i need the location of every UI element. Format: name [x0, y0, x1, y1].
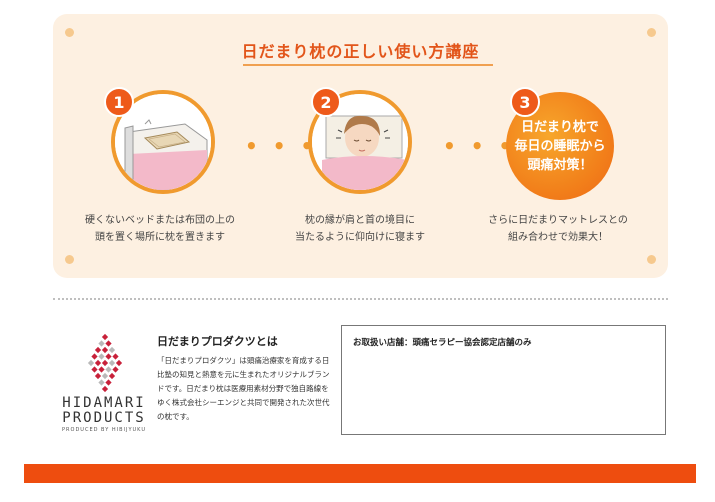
logo-diamond — [101, 333, 109, 341]
logo-diamond — [105, 340, 112, 347]
logo-diamond — [94, 359, 102, 367]
about-title: 日だまりプロダクツとは — [157, 335, 278, 348]
hidamari-logo-icon — [87, 333, 123, 393]
logo-diamond — [101, 346, 109, 354]
logo-diamond — [112, 353, 119, 360]
step-3-caption: さらに日だまりマットレスとの 組み合わせで効果大！ — [488, 215, 628, 243]
logo-tagline: PRODUCED BY HIBIJYUKU — [62, 427, 146, 433]
logo-diamond — [98, 353, 105, 360]
step-ellipsis: • • • — [443, 134, 516, 158]
step-ellipsis: • • • — [245, 134, 318, 158]
section-divider — [53, 298, 668, 300]
logo-diamond — [91, 366, 98, 373]
guide-title: 日だまり枕の正しい使い方講座 — [241, 42, 480, 61]
logo-diamond — [98, 379, 105, 386]
logo-diamond — [105, 353, 112, 360]
title-underline — [243, 64, 493, 66]
logo-wordmark-line1: HIDAMARI — [62, 395, 146, 411]
logo-diamond — [105, 366, 112, 373]
step-3-message: 日だまり枕で 毎日の睡眠から 頭痛対策！ — [514, 119, 606, 173]
logo-diamond — [94, 346, 102, 354]
logo-diamond — [108, 346, 116, 354]
logo-diamond — [91, 353, 98, 360]
corner-dot — [65, 28, 74, 37]
logo-wordmark-line2: PRODUCTS — [62, 410, 146, 426]
store-info-box: お取扱い店舗：頭痛セラピー協会認定店舗のみ — [341, 325, 666, 435]
logo-diamond — [98, 340, 105, 347]
logo-diamond — [101, 359, 109, 367]
about-description: 「日だまりプロダクツ」は頭痛治療家を育成する日比塾の知見と熱意を元に生まれたオリ… — [157, 356, 330, 421]
logo-diamond — [112, 366, 119, 373]
logo-diamond — [98, 366, 105, 373]
logo-diamond — [108, 359, 116, 367]
step-1-number: 1 — [104, 87, 134, 117]
logo-diamond — [101, 372, 109, 380]
corner-dot — [647, 255, 656, 264]
logo-diamond — [105, 379, 112, 386]
logo-diamond — [94, 372, 102, 380]
corner-dot — [65, 255, 74, 264]
usage-guide-panel: 日だまり枕の正しい使い方講座 1 • • • 2 • • • — [53, 14, 668, 278]
logo-diamond — [101, 385, 109, 393]
logo-diamond — [87, 359, 95, 367]
step-2-caption: 枕の縁が肩と首の境目に 当たるように仰向けに寝ます — [295, 215, 425, 243]
logo-diamond — [108, 372, 116, 380]
store-info-text: お取扱い店舗：頭痛セラピー協会認定店舗のみ — [353, 338, 532, 348]
step-3-number: 3 — [510, 87, 540, 117]
logo-diamond — [115, 359, 123, 367]
corner-dot — [647, 28, 656, 37]
step-2-number: 2 — [311, 87, 341, 117]
step-1-caption: 硬くないベッドまたは布団の上の 頭を置く場所に枕を置きます — [85, 215, 235, 243]
footer-bar — [24, 464, 696, 483]
